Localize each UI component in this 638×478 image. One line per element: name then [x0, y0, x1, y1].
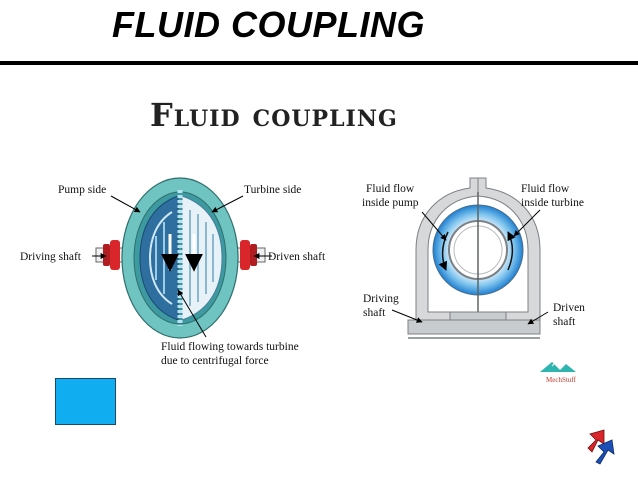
corner-arrow-logo-icon	[587, 429, 615, 465]
blue-square-shape	[55, 378, 116, 425]
label-flow-turbine-1: Fluid flow	[521, 183, 570, 195]
driven-collar	[240, 240, 250, 270]
label-driving-shaft-right-2: shaft	[363, 307, 386, 319]
mechstuff-logo-icon: MechStuff	[540, 361, 576, 384]
label-driving-shaft: Driving shaft	[20, 251, 82, 263]
label-flow-pump-2: inside pump	[362, 197, 419, 209]
label-driven-shaft-right-2: shaft	[553, 316, 576, 328]
label-turbine-side: Turbine side	[244, 184, 301, 196]
label-driven-shaft-right-1: Driven	[553, 302, 585, 314]
label-flow-caption-1: Fluid flowing towards turbine	[161, 341, 299, 353]
base-plate	[407, 319, 541, 335]
image-title: Fluid coupling	[150, 96, 398, 134]
label-driving-shaft-right-1: Driving	[363, 293, 399, 305]
label-driven-shaft: Driven shaft	[268, 251, 326, 263]
left-coupling-illustration	[95, 177, 266, 339]
label-flow-caption-2: due to centrifugal force	[161, 355, 269, 367]
title-divider	[0, 61, 638, 65]
logo-text: MechStuff	[546, 376, 576, 384]
slide-title: FLUID COUPLING	[112, 4, 425, 45]
pump-runner	[139, 195, 179, 321]
label-flow-pump-1: Fluid flow	[366, 183, 415, 195]
label-flow-turbine-2: inside turbine	[521, 197, 584, 209]
driving-collar	[110, 240, 120, 270]
label-pump-side: Pump side	[58, 184, 106, 196]
right-coupling-section	[407, 177, 541, 339]
